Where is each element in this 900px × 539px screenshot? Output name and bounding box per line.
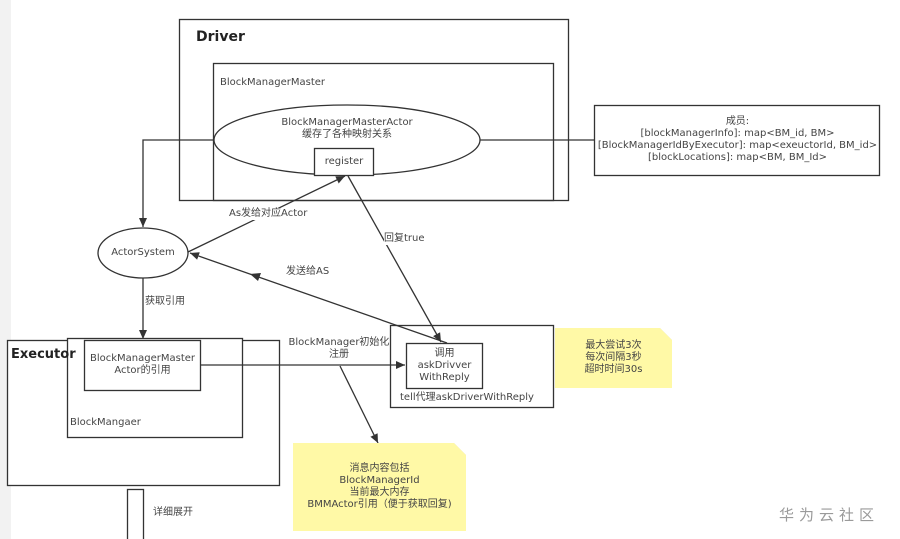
edge-label-send-to-as: 发送给AS: [286, 266, 330, 277]
note-message-line: BMMActor引用（便于获取回复): [307, 499, 452, 510]
register-box: [313, 147, 375, 177]
ask-driver-box: [405, 342, 484, 390]
edge-label-bm-init-line2: 注册: [329, 349, 349, 360]
actor-label-line1: BlockManagerMasterActor: [281, 117, 413, 128]
note-retry-line: 最大尝试3次: [585, 340, 642, 351]
note-retry-line: 每次间隔3秒: [585, 352, 642, 363]
ask-driver-line2: askDrivver: [417, 360, 472, 371]
edge-label-reply-true: 回复true: [384, 233, 425, 245]
tell-proxy-label: tell代理askDriverWithReply: [400, 392, 534, 403]
members-line: [blockLocations]: map<BM, BM_Id>: [648, 152, 827, 163]
note-retry-line: 超时时间30s: [584, 364, 643, 375]
note-message-content: 消息内容包括 BlockManagerId 当前最大内存 BMMActor引用（…: [293, 443, 466, 531]
note-fold-cut: [454, 443, 466, 455]
ask-driver-line3: WithReply: [419, 372, 470, 383]
note-message-line: 当前最大内存: [349, 487, 410, 498]
members-title: 成员:: [725, 116, 750, 127]
note-message-line: BlockManagerId: [339, 475, 420, 486]
block-manager-master-label: BlockManagerMaster: [220, 77, 326, 88]
ask-driver-line1: 调用: [434, 348, 455, 359]
bmm-actor-ref-box: [83, 339, 202, 392]
members-line: [BlockManagerIdByExecutor]: map<exeuctor…: [597, 140, 878, 151]
edge-actor-to-actorsystem: [139, 139, 214, 227]
members-line: [blockManagerInfo]: map<BM_id, BM>: [640, 128, 835, 139]
detail-expand-label: 详细展开: [153, 507, 193, 518]
watermark: 华为云社区: [779, 506, 880, 524]
mid-arrow-send-to-as: [250, 273, 261, 281]
actor-label-line2: 缓存了各种映射关系: [302, 129, 392, 140]
block-manager-master-box: [212, 62, 555, 202]
edge-label-as-to-actor: As发给对应Actor: [229, 208, 308, 220]
left-margin-strip: [0, 0, 11, 539]
edge-ask-to-actorsystem: [189, 252, 448, 344]
executor-title: Executor: [11, 347, 76, 362]
edge-register-to-ask: [347, 175, 442, 343]
edge-label-get-reference: 获取引用: [145, 296, 185, 308]
tell-proxy-box: [389, 324, 555, 409]
block-manager-label: BlockMangaer: [70, 417, 141, 428]
driver-title: Driver: [196, 29, 245, 45]
members-box: [593, 104, 881, 177]
note-fold-cut: [660, 328, 672, 340]
note-retry-policy: 最大尝试3次 每次间隔3秒 超时时间30s: [555, 328, 672, 388]
register-label: register: [324, 156, 364, 167]
bmm-ref-line1: BlockManagerMaster: [89, 353, 196, 364]
edge-label-bm-init-line1: BlockManager初始化: [288, 337, 390, 348]
edge-init-to-message-note: [339, 365, 379, 444]
actor-system-label: ActorSystem: [111, 247, 175, 258]
bmm-ref-line2: Actor的引用: [114, 365, 171, 376]
note-message-line: 消息内容包括: [349, 463, 410, 474]
detail-expand-box: [126, 488, 145, 539]
